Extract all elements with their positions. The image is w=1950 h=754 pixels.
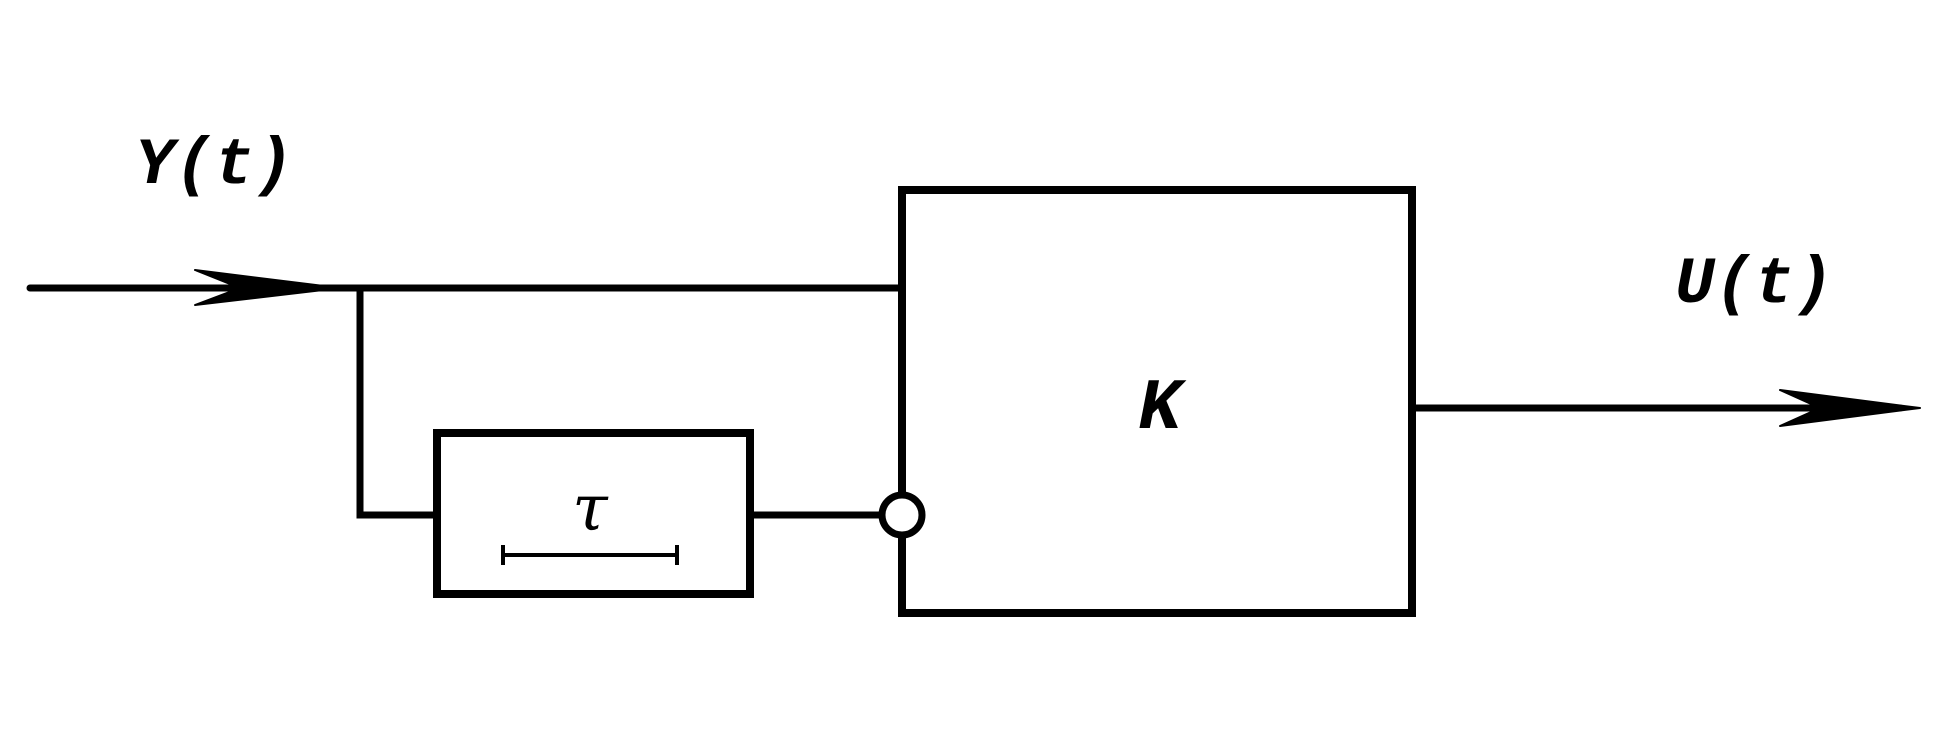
inverting-input-circle [878,491,926,539]
branch-line [356,284,441,519]
delay-scale-bar [501,545,679,565]
output-arrowhead [1779,389,1921,427]
main-block [898,186,1416,617]
output-signal-label: U(t) [1675,247,1833,322]
main-block-label: K [1138,368,1187,450]
delay-block-label: τ [572,472,609,546]
input-arrowhead [194,269,341,306]
input-signal-label: Y(t) [135,128,293,203]
